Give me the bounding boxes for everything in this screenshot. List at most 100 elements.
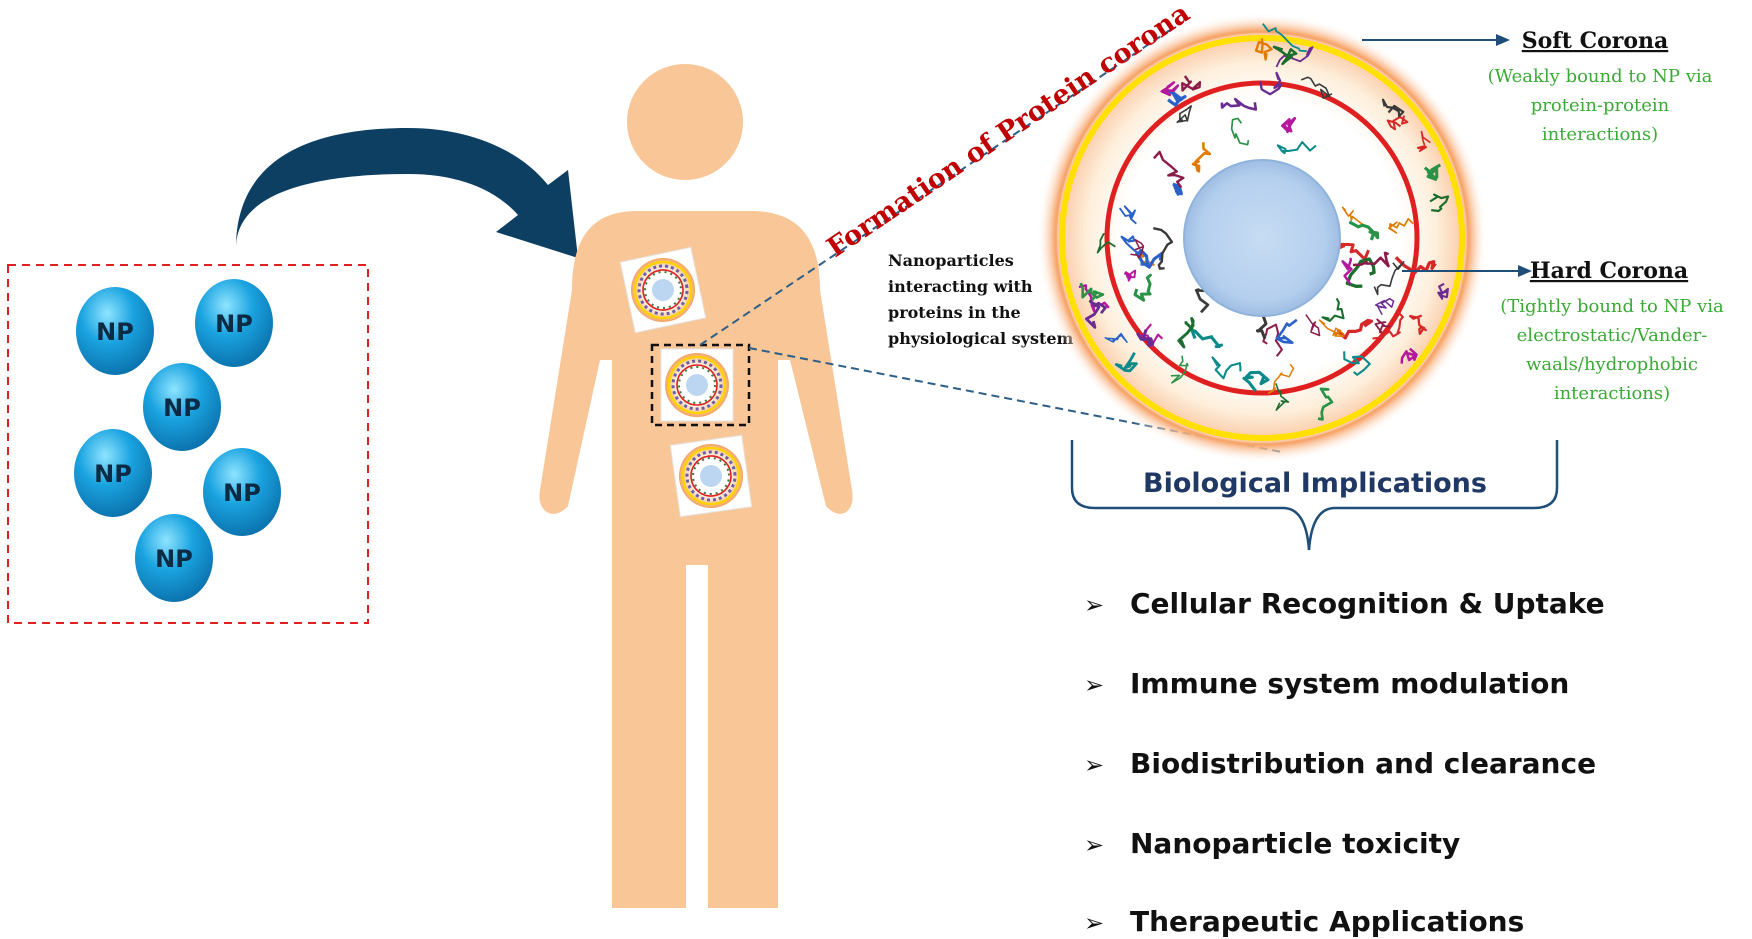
protein-squiggle xyxy=(1318,319,1345,338)
hard-corona-title: Hard Corona xyxy=(1530,258,1688,284)
interaction-note-line: interacting with xyxy=(888,277,1033,296)
protein-squiggle xyxy=(1416,130,1431,152)
hard-corona-description: (Tightly bound to NP via electrostatic/V… xyxy=(1500,296,1724,404)
hard-corona-description-line: interactions) xyxy=(1554,383,1670,404)
list-item: ➢ Nanoparticle toxicity xyxy=(1084,827,1460,860)
protein-squiggle xyxy=(1267,363,1295,395)
arrowhead-bullet-icon: ➢ xyxy=(1084,591,1104,619)
protein-squiggle xyxy=(1423,163,1442,181)
soft-corona-title: Soft Corona xyxy=(1522,28,1669,54)
protein-squiggle xyxy=(1170,355,1189,384)
protein-squiggle xyxy=(1374,318,1391,334)
list-item: ➢ Cellular Recognition & Uptake xyxy=(1084,587,1605,620)
implication-text: Biodistribution and clearance xyxy=(1130,747,1596,780)
protein-squiggle xyxy=(1386,115,1409,131)
interaction-note-line: physiological system xyxy=(888,329,1074,348)
mini-corona-image xyxy=(659,347,735,423)
protein-squiggle xyxy=(1078,284,1110,313)
protein-squiggle xyxy=(1104,332,1128,343)
protein-squiggle xyxy=(1275,46,1314,68)
protein-squiggle xyxy=(1153,227,1174,270)
interaction-note-line: Nanoparticles xyxy=(888,251,1014,270)
soft-corona-arrowhead-icon xyxy=(1496,34,1510,46)
protein-squiggle xyxy=(1220,97,1258,111)
protein-squiggle xyxy=(1135,329,1155,348)
arrowhead-bullet-icon: ➢ xyxy=(1084,671,1104,699)
protein-squiggle xyxy=(1300,76,1333,99)
transfer-arrow xyxy=(210,128,578,258)
protein-squiggle xyxy=(1429,193,1450,213)
interaction-note: Nanoparticles interacting with proteins … xyxy=(888,251,1074,348)
nanoparticle: NP xyxy=(195,279,273,367)
protein-squiggle xyxy=(1341,206,1368,228)
implications-list: ➢ Cellular Recognition & Uptake ➢ Immune… xyxy=(1084,587,1605,938)
nanoparticle-label: NP xyxy=(155,545,193,573)
protein-squiggle xyxy=(1262,23,1307,53)
protein-squiggle xyxy=(1136,248,1164,269)
interaction-note-line: proteins in the xyxy=(888,303,1021,322)
human-body-silhouette xyxy=(539,64,853,908)
nanoparticle: NP xyxy=(76,287,154,375)
protein-squiggle xyxy=(1211,356,1242,380)
zoom-line-upper xyxy=(699,29,1171,346)
list-item: ➢ Biodistribution and clearance xyxy=(1084,747,1596,780)
protein-squiggle xyxy=(1409,314,1427,335)
nanoparticle-group-box xyxy=(7,264,369,624)
protein-squiggle xyxy=(1352,251,1390,268)
nanoparticle-label: NP xyxy=(223,479,261,507)
hard-corona-description-line: (Tightly bound to NP via xyxy=(1500,296,1724,317)
arrowhead-bullet-icon: ➢ xyxy=(1084,909,1104,937)
protein-squiggle xyxy=(1381,98,1405,118)
nanoparticle-label: NP xyxy=(94,460,132,488)
nanoparticle-label: NP xyxy=(96,318,134,346)
protein-squiggle xyxy=(1160,81,1180,97)
soft-corona-description-line: protein-protein xyxy=(1531,95,1670,116)
protein-squiggle xyxy=(1191,142,1212,173)
implication-text: Immune system modulation xyxy=(1130,667,1569,700)
protein-squiggle xyxy=(1317,387,1334,421)
nanoparticle: NP xyxy=(143,363,221,451)
protein-squiggle xyxy=(1133,273,1153,302)
protein-squiggle xyxy=(1254,38,1273,61)
arrowhead-bullet-icon: ➢ xyxy=(1084,751,1104,779)
soft-corona-description-line: interactions) xyxy=(1542,124,1658,145)
protein-squiggle xyxy=(1177,316,1195,349)
protein-squiggle xyxy=(1079,282,1105,301)
nanoparticle-core xyxy=(1183,159,1341,317)
protein-squiggle xyxy=(1242,370,1270,392)
list-item: ➢ Therapeutic Applications xyxy=(1084,905,1524,938)
biological-implications-title: Biological Implications xyxy=(1143,468,1487,499)
soft-corona-description: (Weakly bound to NP via protein-protein … xyxy=(1488,66,1713,145)
protein-squiggle xyxy=(1348,220,1380,241)
protein-squiggle xyxy=(1153,150,1185,189)
protein-squiggle xyxy=(1172,182,1183,196)
protein-squiggle xyxy=(1096,232,1116,254)
protein-squiggle xyxy=(1275,383,1290,411)
nanoparticle-label: NP xyxy=(215,310,253,338)
protein-squiggle xyxy=(1374,297,1395,316)
protein-squiggle xyxy=(1373,261,1405,296)
protein-squiggle xyxy=(1388,217,1414,234)
nanoparticle-label: NP xyxy=(163,394,201,422)
protein-squiggle xyxy=(1114,352,1138,373)
protein-squiggle xyxy=(1400,347,1418,364)
protein-squiggle xyxy=(1123,269,1137,282)
protein-squiggle xyxy=(1230,117,1250,146)
protein-corona-illustration xyxy=(1037,13,1487,463)
nanoparticle: NP xyxy=(203,448,281,536)
nanoparticle: NP xyxy=(135,514,213,602)
protein-squiggle xyxy=(1275,318,1298,344)
protein-squiggle xyxy=(1176,105,1192,124)
protein-squiggle xyxy=(1281,116,1297,134)
mini-corona-image xyxy=(668,433,754,519)
hard-corona-ring xyxy=(1104,80,1420,396)
nanoparticle-cluster: NP NP NP NP NP NP xyxy=(74,279,281,602)
implication-text: Cellular Recognition & Uptake xyxy=(1130,587,1605,620)
nanoparticle: NP xyxy=(74,429,152,517)
hard-corona-arrowhead-icon xyxy=(1518,265,1532,277)
protein-squiggle xyxy=(1181,75,1202,92)
implications-brace xyxy=(1070,440,1559,551)
hard-corona-description-line: waals/hydrophobic xyxy=(1526,354,1698,375)
protein-squiggle xyxy=(1272,45,1298,66)
